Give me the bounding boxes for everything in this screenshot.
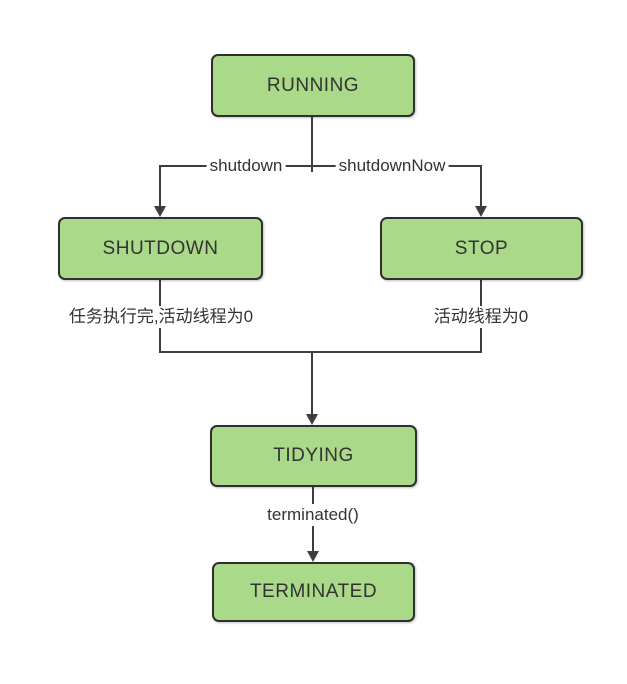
arrow-down-icon xyxy=(307,551,319,562)
edge-label-tasks-done: 任务执行完,活动线程为0 xyxy=(65,306,257,328)
edge-line-to-tidying xyxy=(311,351,313,416)
edge-label-shutdown-now: shutdownNow xyxy=(335,155,449,177)
node-stop: STOP xyxy=(380,217,583,280)
edge-line-to-shutdown xyxy=(159,165,161,208)
node-running: RUNNING xyxy=(211,54,415,117)
node-tidying: TIDYING xyxy=(210,425,417,487)
node-terminated: TERMINATED xyxy=(212,562,415,622)
edge-label-active-zero: 活动线程为0 xyxy=(430,306,532,328)
node-shutdown: SHUTDOWN xyxy=(58,217,263,280)
edge-line-merge-bottom xyxy=(159,351,482,353)
arrow-down-icon xyxy=(306,414,318,425)
edge-label-shutdown: shutdown xyxy=(206,155,286,177)
edge-line-branch-top xyxy=(159,165,482,167)
edge-line-running-branch xyxy=(311,116,313,172)
edge-label-terminated-fn: terminated() xyxy=(264,504,362,526)
arrow-down-icon xyxy=(154,206,166,217)
arrow-down-icon xyxy=(475,206,487,217)
edge-line-to-stop xyxy=(480,165,482,208)
